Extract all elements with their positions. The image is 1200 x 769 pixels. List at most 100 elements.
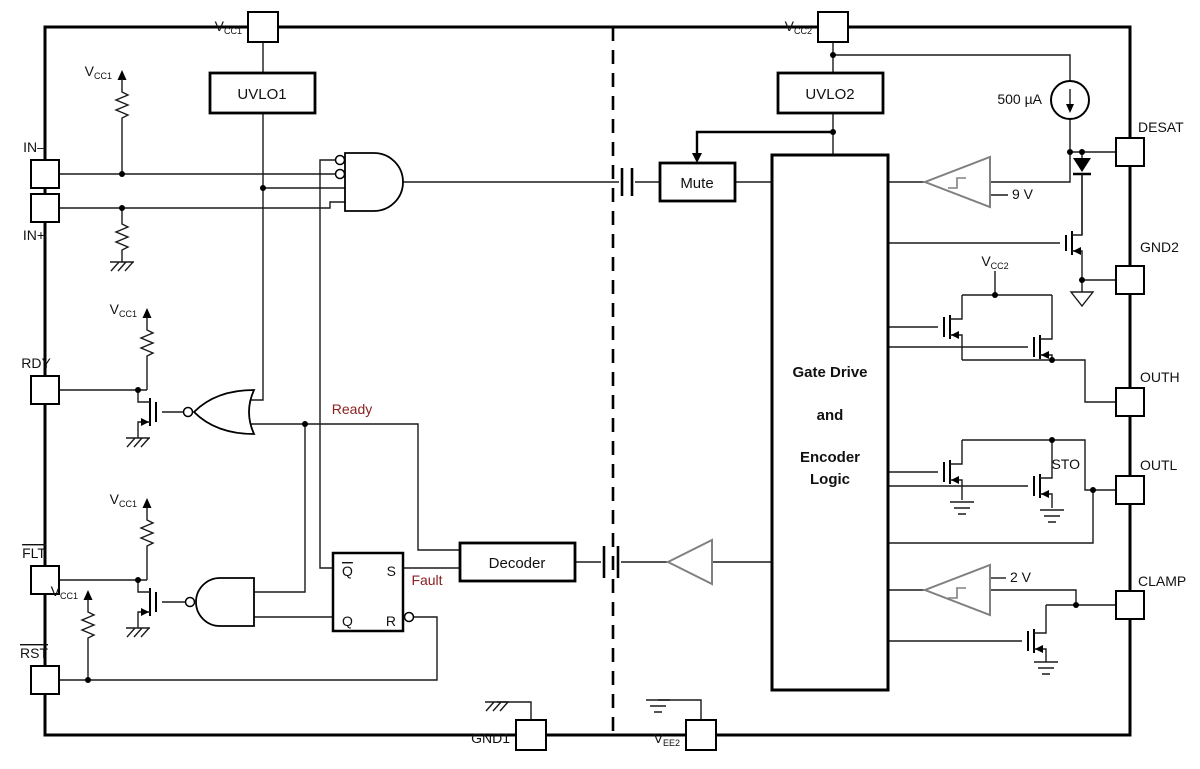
fet-arrow: [141, 418, 149, 426]
clamp-fet: [888, 605, 1047, 662]
gate-drive-label-4: Logic: [810, 471, 850, 488]
desat-current-source: [1050, 80, 1090, 120]
vcc-arrow-icon: [141, 497, 153, 517]
pin-outl: [1115, 475, 1145, 505]
fet-arrow: [1073, 247, 1081, 255]
outh-fet-left: [888, 295, 963, 360]
latch-q-label: Q: [342, 613, 353, 629]
desat-comparator: [922, 155, 991, 209]
gate-drive-label-2: and: [817, 407, 844, 424]
latch-s-label: S: [387, 563, 396, 579]
rst-pullup-resistor: [81, 589, 95, 643]
pin-desat: [1115, 137, 1145, 167]
gate-drive-encoder-block: [770, 153, 890, 692]
pin-label-desat: DESAT: [1138, 119, 1184, 135]
fault-signal-label: Fault: [411, 572, 442, 588]
input-and-gate: [334, 152, 404, 212]
ready-signal-label: Ready: [332, 401, 372, 417]
resistor-icon: [115, 87, 129, 123]
sto-label: STO: [1051, 456, 1080, 472]
rdy-pulldown-fet: [137, 390, 157, 438]
decoder-label: Decoder: [489, 555, 546, 572]
rdy-fet-ground-icon: [125, 437, 151, 448]
invert-bubble: [403, 611, 415, 623]
pin-vcc2: [817, 11, 849, 43]
junction-dots: [85, 52, 1096, 683]
arrowhead-down: [1066, 104, 1074, 113]
pin-in-minus: [30, 159, 60, 189]
pin-rst: [30, 665, 60, 695]
fet-arrow: [1035, 645, 1043, 653]
arrowhead-down: [692, 153, 702, 163]
in-plus-pulldown-resistor: [109, 219, 135, 272]
flt-pulldown-fet: [137, 580, 157, 628]
pin-label-gnd2: GND2: [1140, 239, 1179, 255]
fet-arrow: [141, 608, 149, 616]
pin-vee2: [685, 719, 717, 751]
clamp-threshold-label: 2 V: [1010, 569, 1032, 585]
mute-label: Mute: [680, 175, 713, 192]
latch-qbar-label: Q: [342, 563, 353, 579]
fet-arrow: [1041, 490, 1049, 498]
invert-bubble: [184, 596, 196, 608]
vcc1-rail-label-3: VCC1: [110, 491, 137, 509]
rdy-nor-gate: [162, 389, 256, 435]
pin-label-vcc2: VCC2: [785, 18, 812, 36]
pin-label-rdy: RDY: [21, 355, 51, 371]
pin-label-outl: OUTL: [1140, 457, 1178, 473]
resistor-icon: [140, 325, 154, 361]
gnd2-ground-icon: [1070, 291, 1094, 307]
decoder-block: [458, 541, 577, 583]
uvlo1-label: UVLO1: [237, 86, 286, 103]
vcc-arrow-icon: [116, 69, 128, 89]
vcc2-rail-label: VCC2: [981, 253, 1008, 271]
vee2-ground-icon: [645, 699, 671, 713]
pin-label-in-minus: IN–: [23, 139, 45, 155]
hysteresis-icon: [948, 587, 966, 599]
clamp-ground-icon: [1033, 661, 1059, 675]
pin-label-gnd1: GND1: [471, 730, 510, 746]
pin-label-vcc1: VCC1: [215, 18, 242, 36]
fet-arrow: [1041, 351, 1049, 359]
uvlo1-block: [208, 71, 317, 115]
flt-fet-ground-icon: [125, 627, 151, 638]
gate-drive-label-3: Encoder: [800, 449, 860, 466]
pins: [30, 11, 1145, 751]
desat-threshold-label: 9 V: [1012, 186, 1034, 202]
outl-fet-right: [888, 440, 1053, 508]
invert-bubble: [334, 168, 346, 180]
pin-in-plus: [30, 193, 60, 223]
resistor-icon: [140, 515, 154, 551]
vcc1-rail-label-1: VCC1: [85, 63, 112, 81]
invert-bubble: [334, 154, 346, 166]
pin-vcc1: [247, 11, 279, 43]
vcc1-rail-label-2: VCC1: [110, 301, 137, 319]
resistor-icon: [115, 219, 129, 255]
pin-label-outh: OUTH: [1140, 369, 1180, 385]
uvlo2-label: UVLO2: [805, 86, 854, 103]
wires: [45, 42, 1116, 720]
vcc-arrow-icon: [141, 307, 153, 327]
resistor-icon: [81, 607, 95, 643]
vcc-arrow-icon: [82, 589, 94, 609]
isolation-capacitor-top: [620, 168, 634, 196]
outl-right-ground-icon: [1039, 509, 1065, 523]
gnd1-ground-icon: [484, 701, 510, 712]
pin-gnd2: [1115, 265, 1145, 295]
mute-enable-arrow: [692, 130, 833, 163]
pin-flt: [30, 565, 60, 595]
pin-label-in-plus: IN+: [23, 227, 45, 243]
rdy-pullup-resistor: [140, 307, 154, 361]
outl-left-ground-icon: [949, 501, 975, 515]
flt-nand-gate: [162, 577, 255, 627]
outl-fet-left: [888, 440, 963, 500]
pin-label-vee2: VEE2: [654, 730, 680, 748]
current-source-label: 500 µA: [997, 91, 1042, 107]
pin-outh: [1115, 387, 1145, 417]
latch-r-label: R: [386, 613, 396, 629]
chip-outline: [43, 25, 1132, 737]
pin-label-clamp: CLAMP: [1138, 573, 1186, 589]
vcc1-rail-label-4: VCC1: [51, 583, 78, 601]
